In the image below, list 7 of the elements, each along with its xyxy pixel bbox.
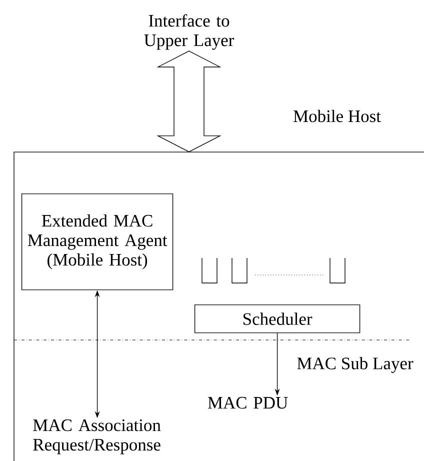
process-box: Extended MAC Management Agent (Mobile Host) (21, 193, 174, 290)
text-label: Interface to Upper Layer (144, 14, 234, 50)
text-label: MAC Association Request/Response (33, 419, 161, 454)
text-label: MAC PDU (208, 396, 288, 409)
layer-label: MAC Sub Layer (297, 357, 414, 373)
double-arrow (156, 50, 222, 152)
process-box: Scheduler (194, 304, 360, 334)
